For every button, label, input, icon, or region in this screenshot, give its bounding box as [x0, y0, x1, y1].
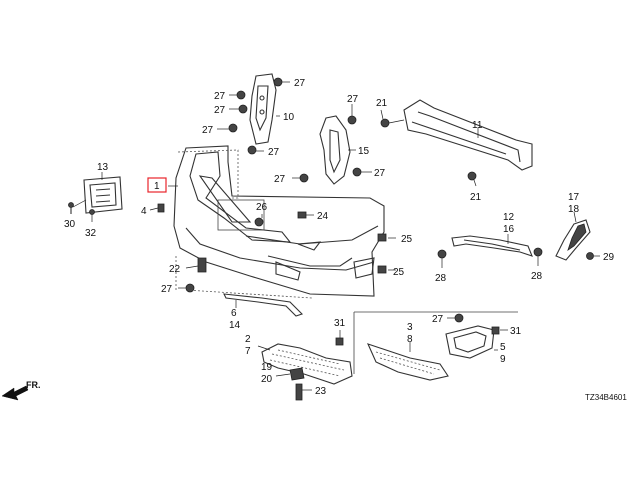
callout-14: 14: [229, 320, 241, 331]
screw-30-icon: [68, 202, 74, 214]
direction-label: FR.: [26, 380, 41, 390]
callout-17: 17: [568, 192, 580, 203]
clip-29-icon: [586, 252, 600, 260]
front-direction-arrow-icon: [1, 385, 29, 401]
callout-32: 32: [85, 228, 97, 239]
callout-27-top3: 27: [214, 105, 226, 116]
callout-5: 5: [500, 342, 506, 353]
callout-26: 26: [256, 202, 268, 213]
callout-21-lower: 21: [470, 192, 482, 203]
bumper-dashed-frame: [175, 149, 313, 299]
bolt-23-icon: [295, 383, 312, 401]
clip-27-mid-icons: [292, 104, 372, 183]
clip-31-left-icon: [335, 330, 344, 346]
bolt-22-icon: [185, 257, 207, 273]
molding-strip: [223, 293, 304, 317]
center-bracket: [319, 115, 356, 185]
callout-30: 30: [64, 219, 76, 230]
callout-9: 9: [500, 354, 506, 365]
callout-4: 4: [141, 206, 147, 217]
callout-19: 19: [261, 362, 273, 373]
callout-24: 24: [317, 211, 329, 222]
callout-27-top5: 27: [268, 147, 280, 158]
callout-27-top4: 27: [202, 125, 214, 136]
callout-1: 1: [154, 181, 160, 192]
clip-24-icon: [297, 211, 314, 219]
callout-7: 7: [245, 346, 251, 357]
callout-28-right: 28: [531, 271, 543, 282]
callout-27-top2: 27: [214, 91, 226, 102]
callout-25-upper: 25: [401, 234, 413, 245]
fog-light-garnish: [445, 325, 498, 359]
callout-27-mid2: 27: [274, 174, 286, 185]
callout-15: 15: [358, 146, 370, 157]
clip-28-icons: [437, 247, 543, 268]
callout-20: 20: [261, 374, 273, 385]
retainer-19-icon: [275, 367, 305, 381]
license-plate-bracket: [72, 172, 123, 222]
clip-27-bumper-icon: [178, 283, 195, 293]
callout-18: 18: [568, 204, 580, 215]
clip-25-upper-icon: [377, 233, 396, 242]
callout-6: 6: [231, 308, 237, 319]
diagram-code: TZ34B4601: [585, 393, 627, 402]
lower-detail-frame: [353, 311, 518, 374]
callout-10: 10: [283, 112, 295, 123]
clip-27-top-icons: [217, 77, 290, 155]
callout-31-right: 31: [510, 326, 522, 337]
left-bracket: [249, 73, 280, 145]
bumper-beam: [403, 99, 533, 171]
clip-27-grille-icon: [447, 313, 464, 323]
screw-32-icon: [89, 209, 95, 215]
callout-11: 11: [472, 120, 483, 131]
callout-31-left: 31: [334, 318, 346, 329]
part-1-highlight-box: [147, 177, 167, 193]
clip-25-lower-icon: [377, 265, 396, 274]
callout-3: 3: [407, 322, 413, 333]
callout-27-top1: 27: [294, 78, 306, 89]
clip-31-right-icon: [491, 326, 508, 335]
side-spacer: [555, 211, 591, 261]
callout-25-lower: 25: [393, 267, 405, 278]
callout-12: 12: [503, 212, 515, 223]
callout-2: 2: [245, 334, 251, 345]
clip-4-icon: [149, 203, 165, 213]
callout-8: 8: [407, 334, 413, 345]
callout-27-bumper: 27: [161, 284, 173, 295]
right-lower-grille: [366, 342, 449, 381]
callout-21-upper: 21: [376, 98, 388, 109]
absorber-bracket: [451, 234, 533, 257]
callout-16: 16: [503, 224, 515, 235]
callout-29: 29: [603, 252, 615, 263]
callout-28-left: 28: [435, 273, 447, 284]
bolt-21-icons: [380, 109, 477, 187]
callout-27-mid1: 27: [347, 94, 359, 105]
left-lower-grille: [257, 343, 353, 385]
callout-27-grille: 27: [432, 314, 444, 325]
callout-13: 13: [97, 162, 109, 173]
callout-22: 22: [169, 264, 181, 275]
clip-26-icon: [254, 214, 264, 227]
callout-23: 23: [315, 386, 327, 397]
front-bumper-face: [168, 145, 385, 297]
callout-27-mid3: 27: [374, 168, 386, 179]
